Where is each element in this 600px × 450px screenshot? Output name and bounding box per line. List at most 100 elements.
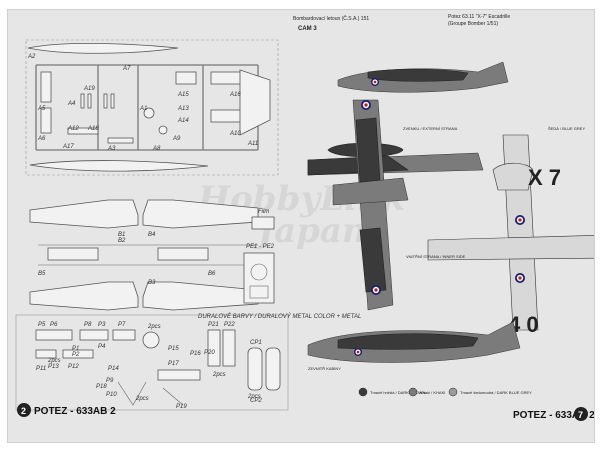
legend-swatch-1 xyxy=(358,387,368,397)
sprue-b: B1 B2 B3 B4 B5 B6 xyxy=(29,199,259,311)
label-p17: P17 xyxy=(168,361,179,367)
label-p15: P15 xyxy=(168,346,179,352)
part-p19-strut xyxy=(162,387,184,406)
pcs-label-2: 2pcs xyxy=(147,324,161,330)
pcs-label-1: 2pcs xyxy=(47,358,61,364)
label-p2: P2 xyxy=(72,352,80,358)
label-p14: P14 xyxy=(108,366,119,372)
label-p1: P1 xyxy=(72,346,79,352)
part-a6 xyxy=(40,71,52,103)
part-b6 xyxy=(157,247,209,261)
legend-swatch-2 xyxy=(408,387,418,397)
footer-left-page: 2 xyxy=(21,406,26,416)
label-b1: B1 xyxy=(118,232,125,238)
fuselage-half-top xyxy=(27,43,179,54)
code-top: X 7 xyxy=(528,165,561,190)
footer: 2 POTEZ - 633AB 2 POTEZ - 633AB 2 7 xyxy=(17,403,594,421)
pcs-label-3: 2pcs xyxy=(212,372,226,378)
label-a18: A18 xyxy=(87,126,99,132)
label-a2: A2 xyxy=(27,54,36,60)
label-cp2: CP2 xyxy=(250,398,262,404)
label-a3: A3 xyxy=(107,146,116,152)
pe-seat-belts xyxy=(249,285,269,299)
color-legend: Tmavě hnědá / DARK BROWN Khaki / KHAKI T… xyxy=(358,387,532,397)
label-b5: B5 xyxy=(38,271,46,277)
label-p12: P12 xyxy=(68,364,79,370)
film-label: Film xyxy=(258,209,269,215)
part-a10 xyxy=(210,109,242,123)
label-a4: A4 xyxy=(67,101,76,107)
stencil-note-4: ŠEDÁ / BLUE GREY xyxy=(548,126,585,131)
label-a13: A13 xyxy=(177,106,189,112)
label-a6: A6 xyxy=(37,136,46,142)
label-p8: P8 xyxy=(84,322,92,328)
legend-label-1: Tmavě hnědá / DARK BROWN xyxy=(370,390,425,395)
pcs-label-4: 2pcs xyxy=(135,396,149,402)
part-a19-group xyxy=(80,93,115,109)
resin-parts: P1 P2 P3 P4 P5 P6 P7 P8 P9 P10 P11 P12 P… xyxy=(15,313,361,411)
label-a12: A12 xyxy=(67,126,79,132)
part-p17 xyxy=(157,369,201,381)
part-p21 xyxy=(207,329,221,367)
part-a1-wheel xyxy=(143,107,155,119)
label-p19: P19 xyxy=(176,404,187,410)
label-p5: P5 xyxy=(38,322,46,328)
label-a9: A9 xyxy=(172,136,181,142)
profile-side-bottom xyxy=(307,321,521,363)
tailplane-top xyxy=(332,177,409,206)
header-right-caption: Potez 63.11 "X-7" Escadrille xyxy=(448,14,510,20)
profile-side-top xyxy=(337,61,509,93)
sprue-b-runner xyxy=(38,244,258,266)
label-cp1: CP1 xyxy=(250,340,262,346)
part-p6 xyxy=(35,329,73,341)
footer-left-page-badge xyxy=(17,403,31,417)
part-p22 xyxy=(222,329,236,367)
label-a5: A5 xyxy=(37,106,46,112)
footer-right-page: 7 xyxy=(578,410,583,420)
footer-right-title: POTEZ - 633AB 2 xyxy=(513,410,594,421)
label-p6: P6 xyxy=(50,322,58,328)
film-sheet xyxy=(251,216,275,230)
part-p12 xyxy=(62,349,94,359)
label-p20: P20 xyxy=(204,350,215,356)
label-a15: A15 xyxy=(177,92,189,98)
wing-upper-left xyxy=(29,199,139,229)
label-p9: P9 xyxy=(106,378,114,384)
part-a3 xyxy=(107,137,134,144)
wing-lower-left xyxy=(29,281,139,311)
label-a11: A11 xyxy=(247,141,258,147)
sprue-a: A2 A7 A19 A4 A12 A18 A15 A16 A17 A3 A5 A… xyxy=(25,39,279,176)
label-a19: A19 xyxy=(83,86,95,92)
footer-right-page-badge xyxy=(574,407,588,421)
header-left-caption: Bombardovací letoun (Č.S.A.) 151 xyxy=(293,15,369,22)
label-p13: P13 xyxy=(48,364,59,370)
legend-swatch-3 xyxy=(448,387,458,397)
label-a1: A1 xyxy=(139,106,147,112)
instruction-page-scan: HobbyLink Japan Bombardovací letoun (Č.S… xyxy=(15,14,594,421)
label-p7: P7 xyxy=(118,322,126,328)
part-p8 xyxy=(79,329,109,341)
legend-label-3: Tmavě šedomodrá / DARK BLUE GREY xyxy=(460,390,532,395)
part-a16 xyxy=(210,71,242,85)
label-p22: P22 xyxy=(224,322,235,328)
label-b4: B4 xyxy=(148,232,156,238)
profile-top-view xyxy=(307,99,484,311)
part-a15 xyxy=(175,71,197,85)
label-p11: P11 xyxy=(36,366,46,372)
label-b3: B3 xyxy=(148,280,156,286)
part-cp1 xyxy=(247,347,263,391)
label-p21: P21 xyxy=(208,322,219,328)
pe-label: PE1 - PE2 xyxy=(246,244,275,250)
footer-left-title: POTEZ - 633AB 2 xyxy=(34,406,116,417)
photoetch-fret xyxy=(243,252,275,304)
label-p4: P4 xyxy=(98,344,106,350)
instruction-sheet: HobbyLink Japan Bombardovací letoun (Č.S… xyxy=(7,9,595,443)
part-p13 xyxy=(35,349,57,359)
stencil-note-2: VNITŘNÍ STRANA / INNER SIDE xyxy=(406,254,466,259)
label-p16: P16 xyxy=(190,351,201,357)
label-b2: B2 xyxy=(118,238,126,244)
stencil-note-3: ZEVNITŘ KABINY xyxy=(308,366,341,371)
label-a14: A14 xyxy=(177,118,189,124)
header-right-caption2: (Groupe Bomber 1/51) xyxy=(448,21,498,27)
part-cp2 xyxy=(265,347,281,391)
